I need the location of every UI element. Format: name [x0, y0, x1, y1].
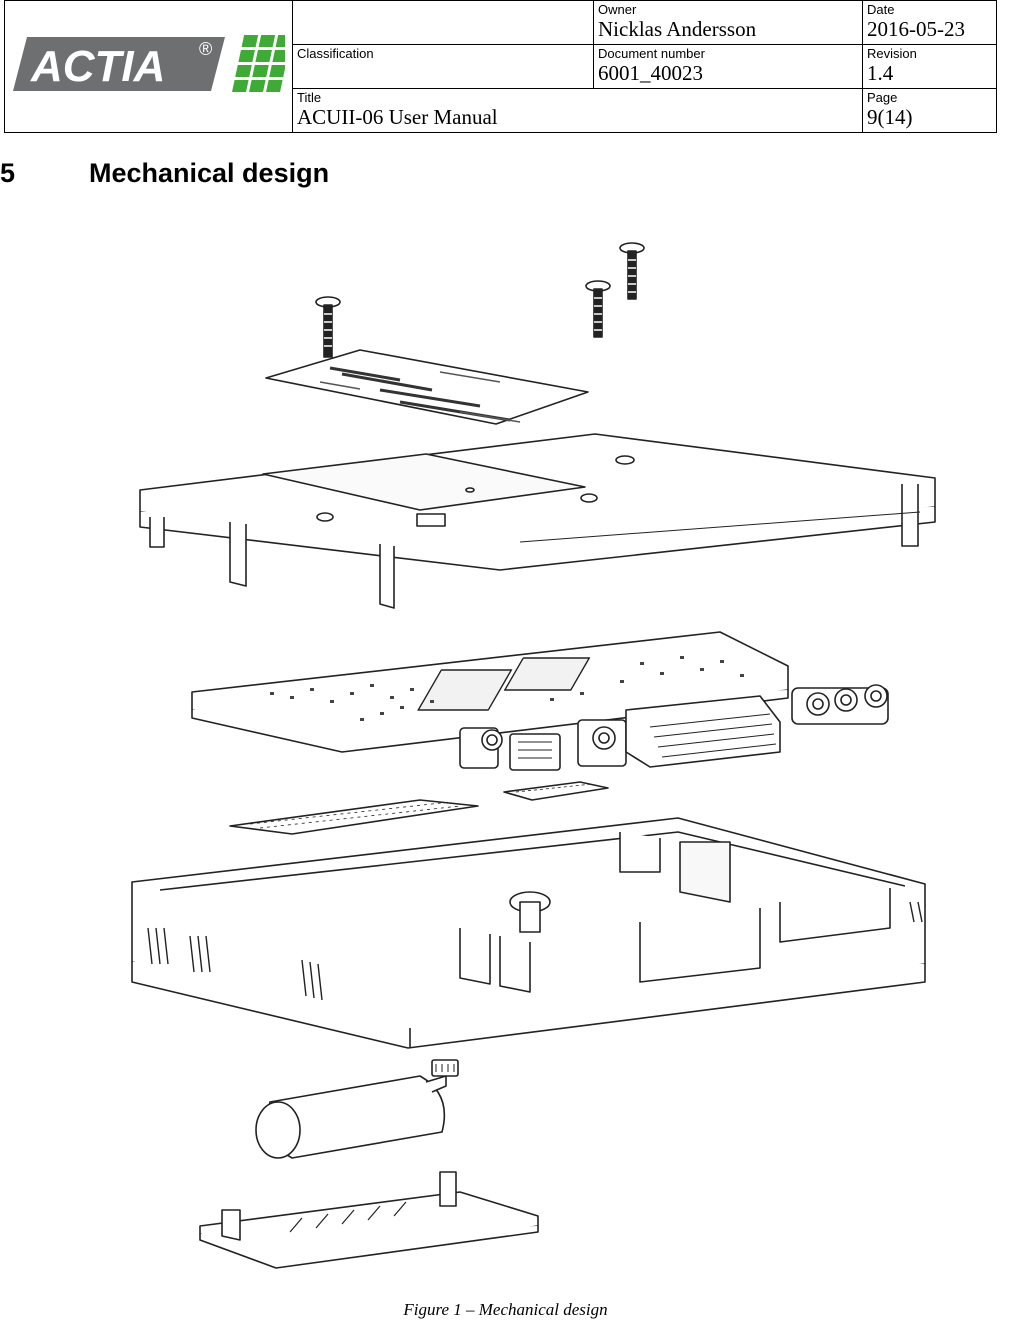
revision-value: 1.4 [867, 61, 894, 85]
screw-left [315, 296, 341, 358]
classification-label: Classification [297, 46, 374, 61]
owner-label: Owner [598, 2, 637, 17]
section-title: Mechanical design [89, 158, 330, 188]
logo-text: ACTIA [30, 42, 165, 91]
section-number: 5 [0, 158, 16, 188]
logo-cell: ACTIA ® [4, 0, 293, 133]
revision-label: Revision [867, 46, 917, 61]
thermal-pad-left [229, 799, 479, 835]
page-cell: Page 9(14) [862, 88, 997, 133]
empty-cell [292, 0, 594, 45]
connector-left [459, 727, 561, 771]
actia-logo: ACTIA ® [12, 35, 292, 92]
screw-middle [585, 280, 611, 338]
backup-battery [255, 1059, 459, 1159]
label-plate [265, 349, 589, 425]
date-cell: Date 2016-05-23 [862, 0, 997, 45]
docnum-cell: Document number 6001_40023 [593, 44, 863, 89]
battery-cover [199, 1171, 539, 1269]
vent-slots [147, 901, 923, 1001]
title-value: ACUII-06 User Manual [297, 105, 498, 129]
logo-grid-icon [231, 35, 292, 92]
docnum-label: Document number [598, 46, 705, 61]
owner-cell: Owner Nicklas Andersson [593, 0, 863, 45]
connector-main [577, 695, 781, 768]
base-housing [131, 817, 926, 1049]
top-cover [139, 433, 936, 609]
screw-right [619, 242, 645, 300]
page-label: Page [867, 90, 898, 105]
title-cell: Title ACUII-06 User Manual [292, 88, 863, 133]
classification-cell: Classification [292, 44, 594, 89]
date-label: Date [867, 2, 895, 17]
thermal-pad-right [503, 781, 609, 801]
registered-mark: ® [199, 39, 212, 59]
title-label: Title [297, 90, 322, 105]
date-value: 2016-05-23 [867, 17, 965, 41]
pcb-board [191, 631, 889, 771]
mechanical-exploded-view [131, 242, 936, 1269]
page-value: 9(14) [867, 105, 913, 129]
owner-value: Nicklas Andersson [598, 17, 757, 41]
docnum-value: 6001_40023 [598, 61, 703, 85]
revision-cell: Revision 1.4 [862, 44, 997, 89]
connector-right [791, 684, 889, 725]
figure-caption: Figure 1 – Mechanical design [403, 1300, 608, 1319]
document-header: ACTIA ® Owner Nicklas Andersson Date 201… [4, 0, 997, 133]
